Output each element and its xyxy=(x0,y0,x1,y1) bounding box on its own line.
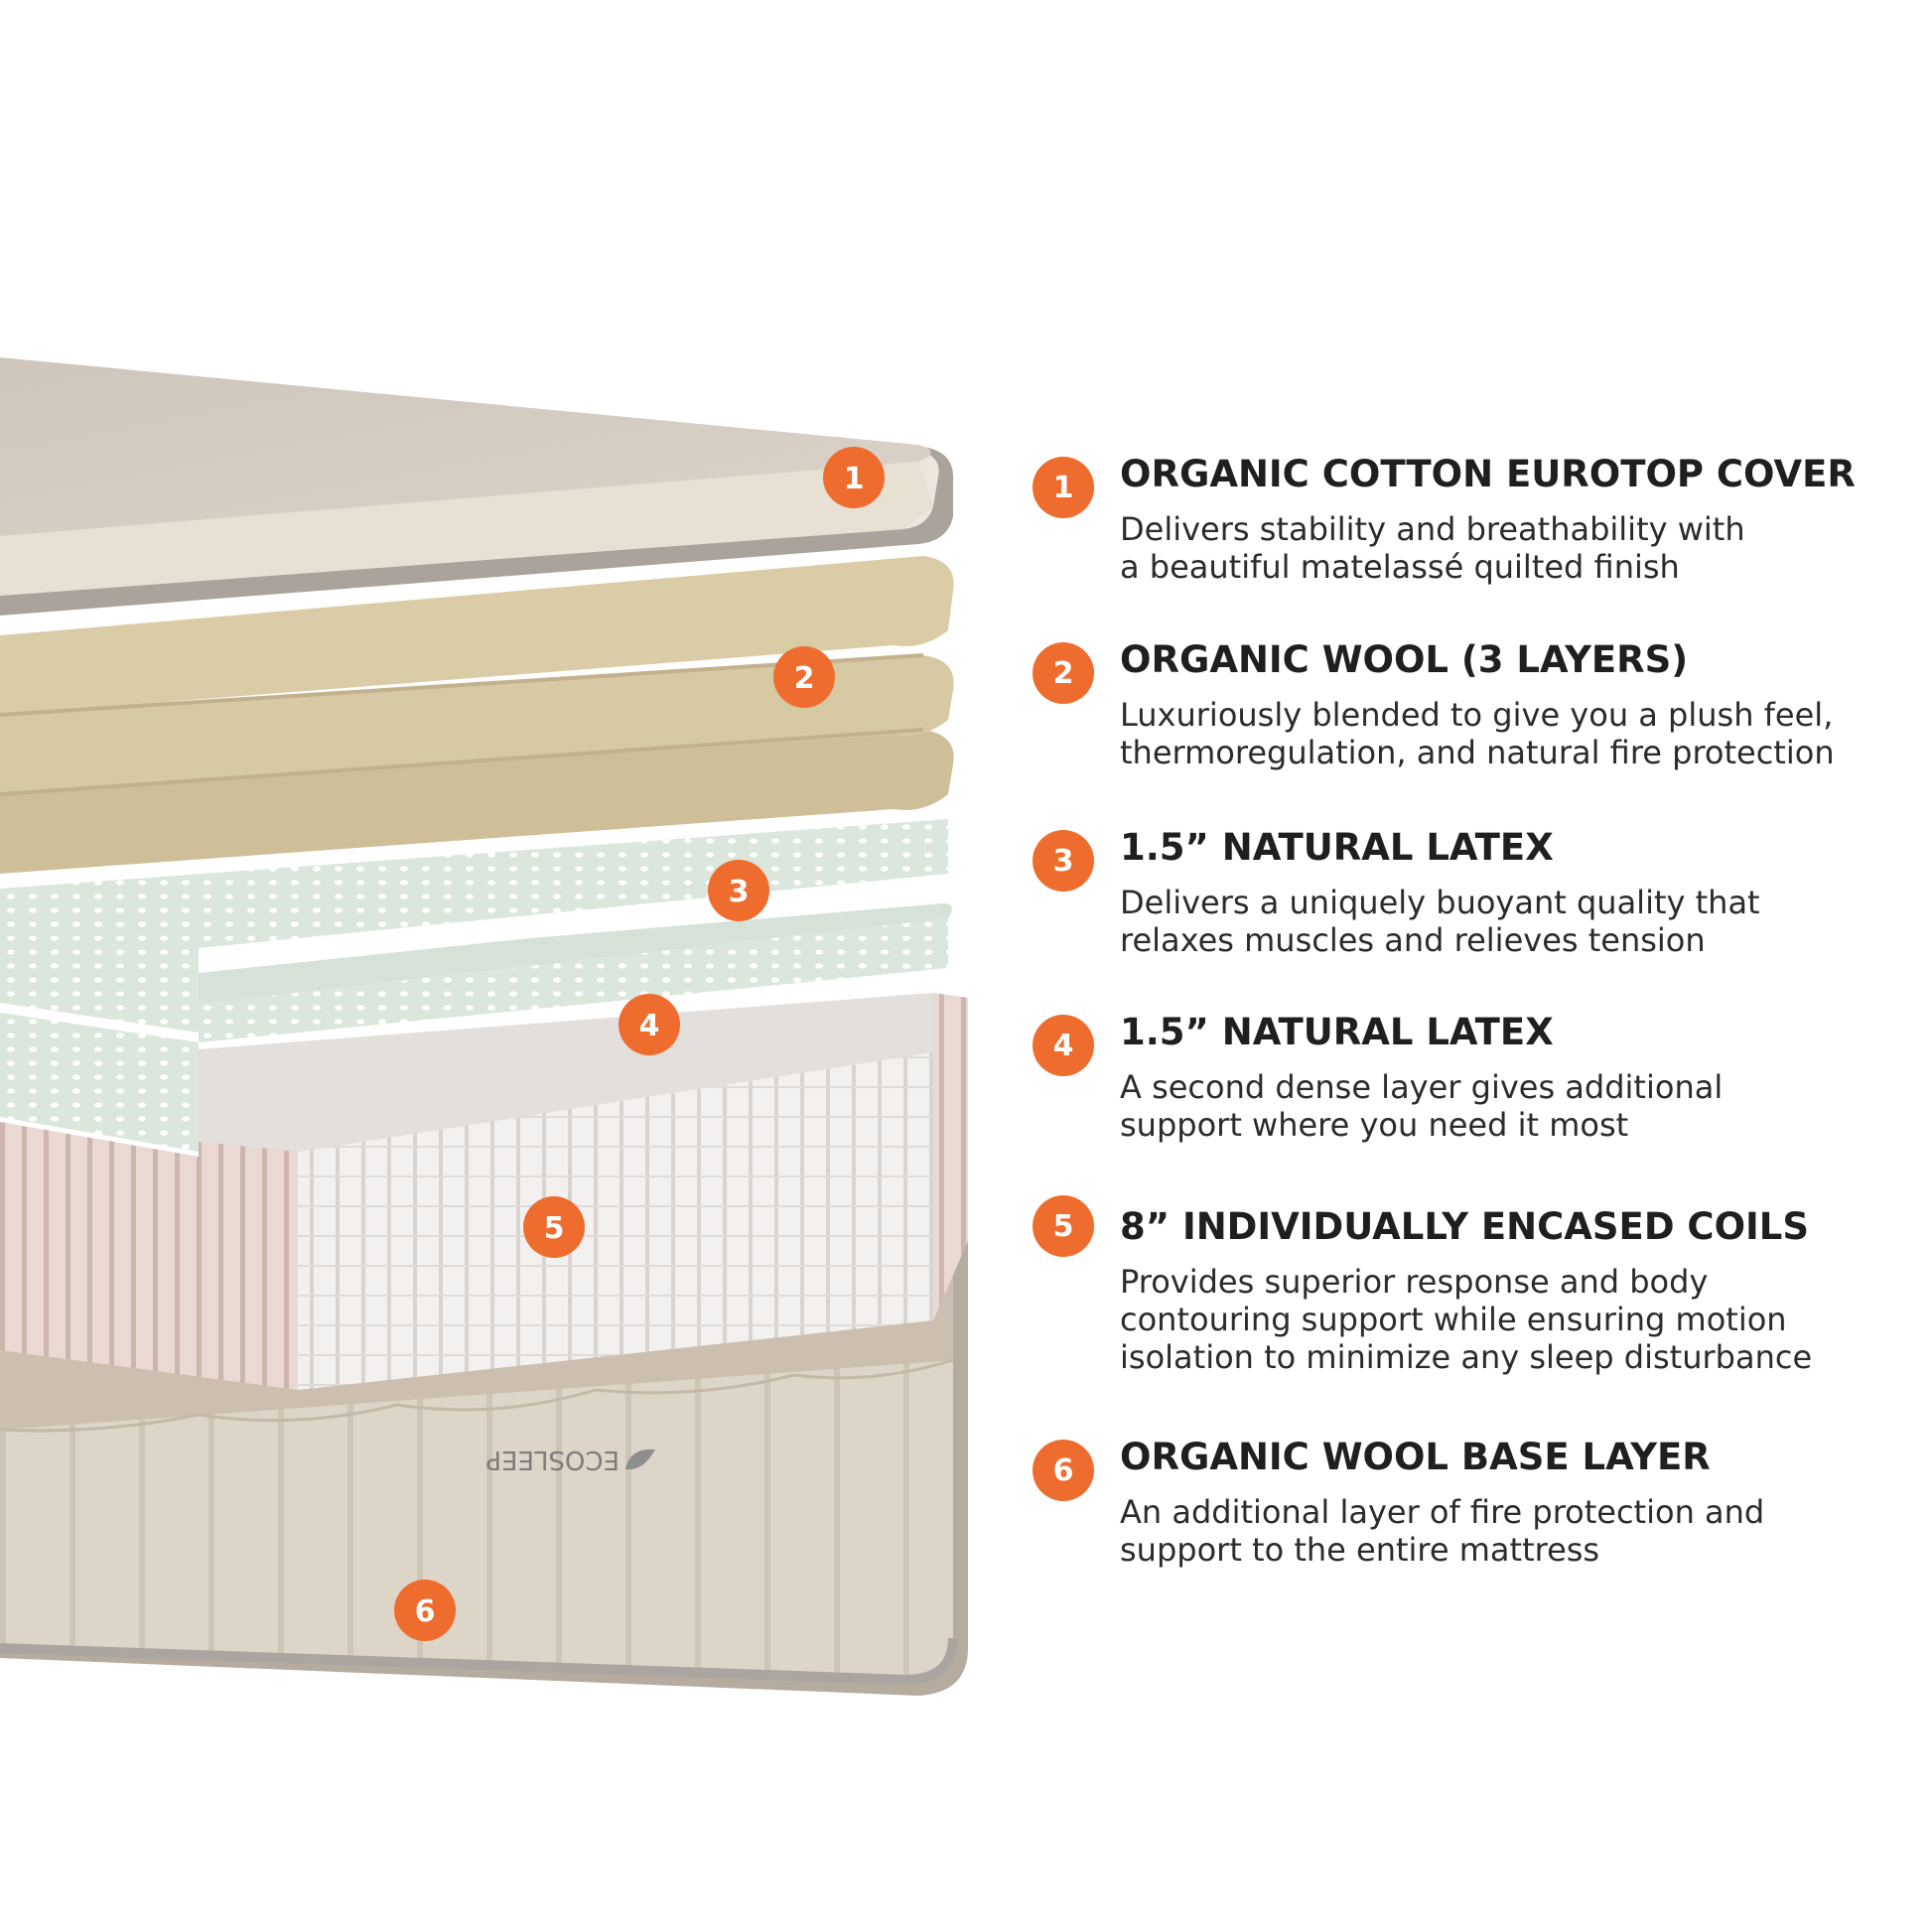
layer-title: ORGANIC WOOL (3 LAYERS) xyxy=(1120,638,1689,681)
layer-title: ORGANIC WOOL BASE LAYER xyxy=(1120,1436,1711,1478)
layer-description: A second dense layer gives additional su… xyxy=(1120,1068,1724,1144)
svg-text:6: 6 xyxy=(415,1594,436,1629)
number-badge: 4 xyxy=(1033,1015,1094,1076)
layer-title: 1.5” NATURAL LATEX xyxy=(1120,826,1554,869)
svg-text:3: 3 xyxy=(729,875,750,909)
coil-layer xyxy=(0,993,968,1390)
layer-title: 1.5” NATURAL LATEX xyxy=(1120,1011,1554,1053)
callout-5: 5 xyxy=(523,1196,585,1258)
layer-description: Provides superior response and body cont… xyxy=(1120,1263,1813,1376)
brand-logo-text: ECOSLEEP xyxy=(485,1445,620,1474)
layer-description: Delivers stability and breathability wit… xyxy=(1120,510,1745,586)
svg-text:4: 4 xyxy=(639,1009,660,1043)
callout-2: 2 xyxy=(773,646,835,708)
layer-description: Luxuriously blended to give you a plush … xyxy=(1120,696,1835,771)
layer-title: 8” INDIVIDUALLY ENCASED COILS xyxy=(1120,1205,1810,1248)
svg-text:2: 2 xyxy=(794,661,815,696)
number-badge: 5 xyxy=(1033,1195,1094,1257)
wool-layers xyxy=(0,556,954,874)
number-badge: 6 xyxy=(1033,1440,1094,1501)
svg-text:1: 1 xyxy=(844,462,865,496)
callout-1: 1 xyxy=(823,447,885,508)
brand-logo: ECOSLEEP xyxy=(485,1445,655,1474)
number-badge: 2 xyxy=(1033,642,1094,704)
number-badge: 1 xyxy=(1033,457,1094,518)
callout-6: 6 xyxy=(394,1580,456,1641)
callout-3: 3 xyxy=(708,860,769,921)
leaf-icon xyxy=(625,1448,655,1470)
layer-description: An additional layer of fire protection a… xyxy=(1120,1493,1765,1569)
mattress-illustration: ECOSLEEP 1 2 3 4 5 6 xyxy=(0,357,968,1696)
cover-layer xyxy=(0,357,953,616)
callout-4: 4 xyxy=(619,994,680,1055)
layer-description: Delivers a uniquely buoyant quality that… xyxy=(1120,884,1760,959)
layer-title: ORGANIC COTTON EUROTOP COVER xyxy=(1120,453,1856,495)
number-badge: 3 xyxy=(1033,830,1094,892)
svg-text:5: 5 xyxy=(544,1211,565,1246)
